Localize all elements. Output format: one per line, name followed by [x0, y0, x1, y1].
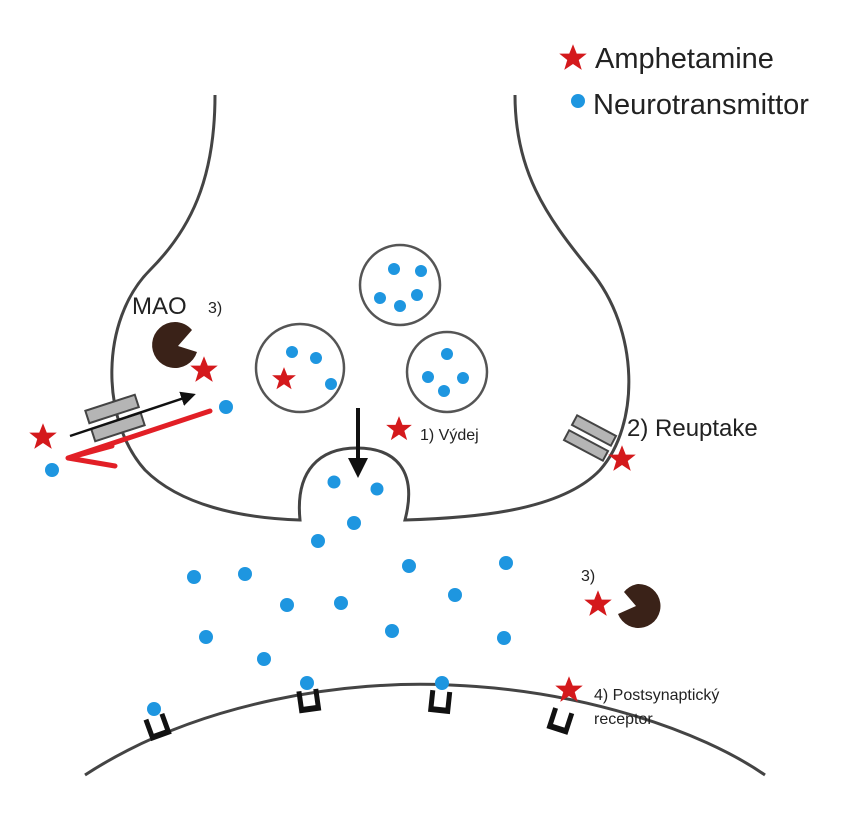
receptor-icon: [428, 689, 453, 715]
star-icon: [584, 590, 612, 616]
transporter-icon: [84, 393, 146, 443]
star-icon: [190, 356, 218, 382]
star-icon: [386, 416, 412, 441]
receptor-icon: [143, 712, 172, 742]
red-efflux-arrow-icon: [65, 408, 213, 469]
arrow-icon: [69, 391, 196, 438]
postsynaptic-membrane: [84, 682, 766, 777]
cleft-mao-label: 3): [581, 568, 595, 585]
mao-label: MAO: [132, 293, 187, 320]
receptor-icon: [546, 707, 575, 735]
mao-label-number: 3): [208, 300, 222, 317]
transporter-icon: [562, 413, 618, 463]
legend-neurotransmitter: Neurotransmittor: [593, 89, 809, 121]
star-icon: [29, 423, 57, 449]
cleft-neurotransmitters: [187, 516, 513, 666]
vesicle-left: [254, 322, 346, 414]
receptor-label-line1: 4) Postsynaptický: [594, 687, 719, 704]
receptor-label-line2: receptor: [594, 711, 653, 728]
mao-enzyme-icon: [152, 322, 197, 368]
release-label: 1) Výdej: [420, 427, 479, 444]
legend-amphetamine: Amphetamine: [595, 43, 774, 75]
mao-enzyme-icon: [618, 583, 661, 628]
legend-star-icon: [559, 44, 587, 70]
vesicle-top: [358, 243, 442, 327]
legend-dot-icon: [571, 94, 585, 108]
reuptake-label: 2) Reuptake: [627, 415, 758, 442]
star-icon: [608, 445, 636, 471]
vesicle-right: [405, 330, 489, 414]
receptor-icon: [296, 688, 322, 714]
